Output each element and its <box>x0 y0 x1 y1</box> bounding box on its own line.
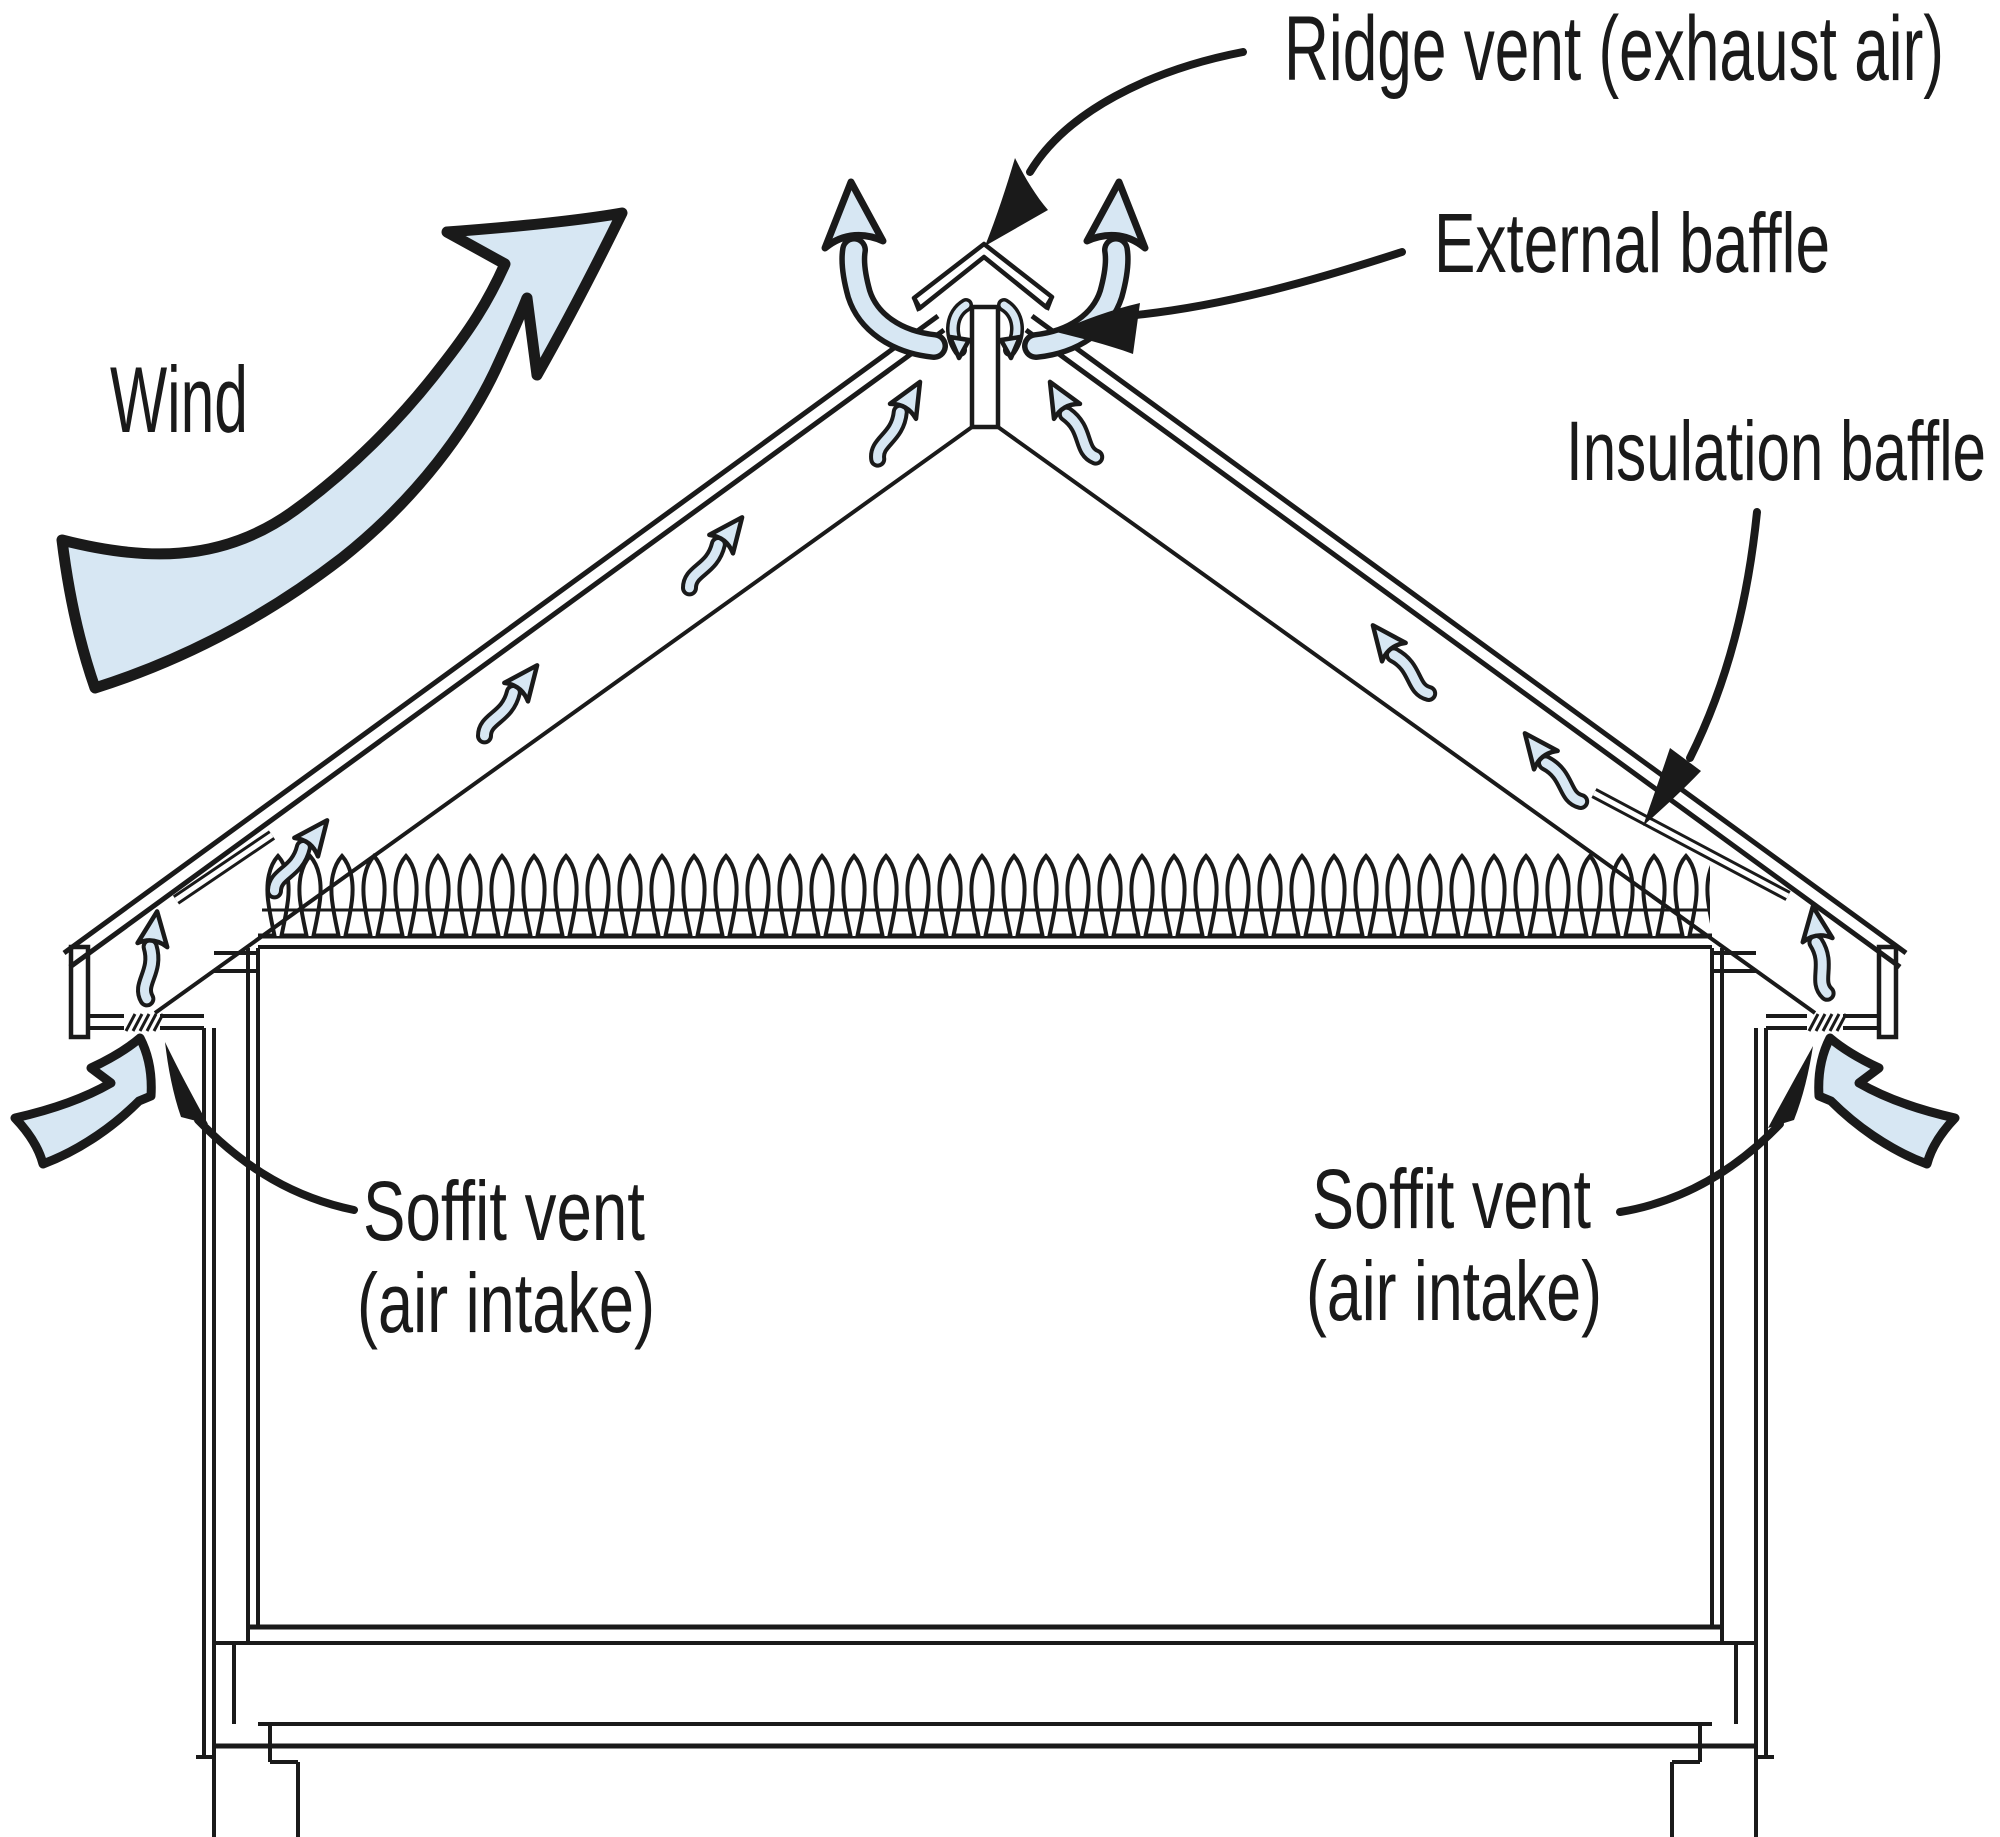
right-eave <box>1766 944 1899 1040</box>
left-wall <box>202 948 260 1757</box>
left-insulation-baffle <box>172 830 276 905</box>
house-structure <box>68 933 1899 1837</box>
labels: Ridge vent (exhaust air) External baffle… <box>110 0 1986 1350</box>
soffit-vent-label-left: Soffit vent (air intake) <box>357 1164 655 1350</box>
right-fascia <box>1876 944 1899 1040</box>
left-soffit-vent-hatch <box>124 1013 165 1032</box>
channel-arrow <box>1513 724 1591 812</box>
airflow-arrows <box>15 178 1955 1164</box>
soffit-vent-label-left-line2: (air intake) <box>357 1256 655 1350</box>
roof-structure <box>62 241 1908 1015</box>
right-rafter-line <box>996 425 1817 1015</box>
external-baffle-callout <box>1056 248 1406 354</box>
channel-arrow <box>863 374 933 465</box>
floor-band-upper <box>214 1624 1756 1645</box>
callouts <box>165 48 1813 1216</box>
external-baffle-label: External baffle <box>1434 196 1830 290</box>
wind-arrow <box>56 207 628 694</box>
exhaust-arrow-left <box>821 178 948 360</box>
channel-arrow <box>676 508 754 596</box>
channel-arrow <box>1037 374 1107 465</box>
right-roof-sheathing <box>1024 313 1908 970</box>
intake-arrow-right <box>1819 1038 1955 1164</box>
intake-arrow-left <box>15 1038 151 1164</box>
wind-label: Wind <box>110 347 248 452</box>
insulation-batts <box>262 850 1710 938</box>
soffit-vent-label-left-line1: Soffit vent <box>363 1164 645 1258</box>
soffit-vent-label-right: Soffit vent (air intake) <box>1306 1152 1602 1338</box>
ridge-vent-label: Ridge vent (exhaust air) <box>1284 0 1944 100</box>
insulation-baffle-callout <box>1643 508 1761 826</box>
ridge-vent-callout <box>985 48 1247 246</box>
insulation-baffle-label: Insulation baffle <box>1566 404 1986 498</box>
attic-insulation <box>262 850 1710 938</box>
right-foundation <box>1670 1746 1774 1837</box>
ridge-curl-right <box>997 298 1024 361</box>
right-soffit-vent-hatch <box>1807 1013 1848 1032</box>
soffit-vent-callout-right <box>1616 1046 1813 1216</box>
ridge-board <box>969 304 1001 430</box>
left-fascia <box>68 944 91 1040</box>
soffit-vent-label-right-line2: (air intake) <box>1306 1244 1602 1338</box>
soffit-vent-label-right-line1: Soffit vent <box>1312 1152 1591 1246</box>
channel-arrow <box>130 909 172 1000</box>
floor-band-lower <box>214 1722 1756 1762</box>
external-baffle-lip-right <box>1045 296 1054 311</box>
channel-arrow <box>1361 616 1439 704</box>
left-foundation <box>196 1746 300 1837</box>
ridge-curl-left <box>946 298 973 361</box>
right-wall <box>1710 948 1768 1757</box>
exhaust-arrow-right <box>1022 178 1149 360</box>
soffit-vent-callout-left <box>165 1042 358 1214</box>
left-roof-sheathing <box>62 313 946 970</box>
external-baffle-lip-left <box>912 297 921 312</box>
channel-arrow <box>471 656 549 744</box>
ridge-vent-cap <box>911 241 1055 311</box>
right-insulation-baffle <box>1591 788 1791 901</box>
left-rafter-line <box>153 425 974 1015</box>
left-eave <box>68 944 204 1040</box>
